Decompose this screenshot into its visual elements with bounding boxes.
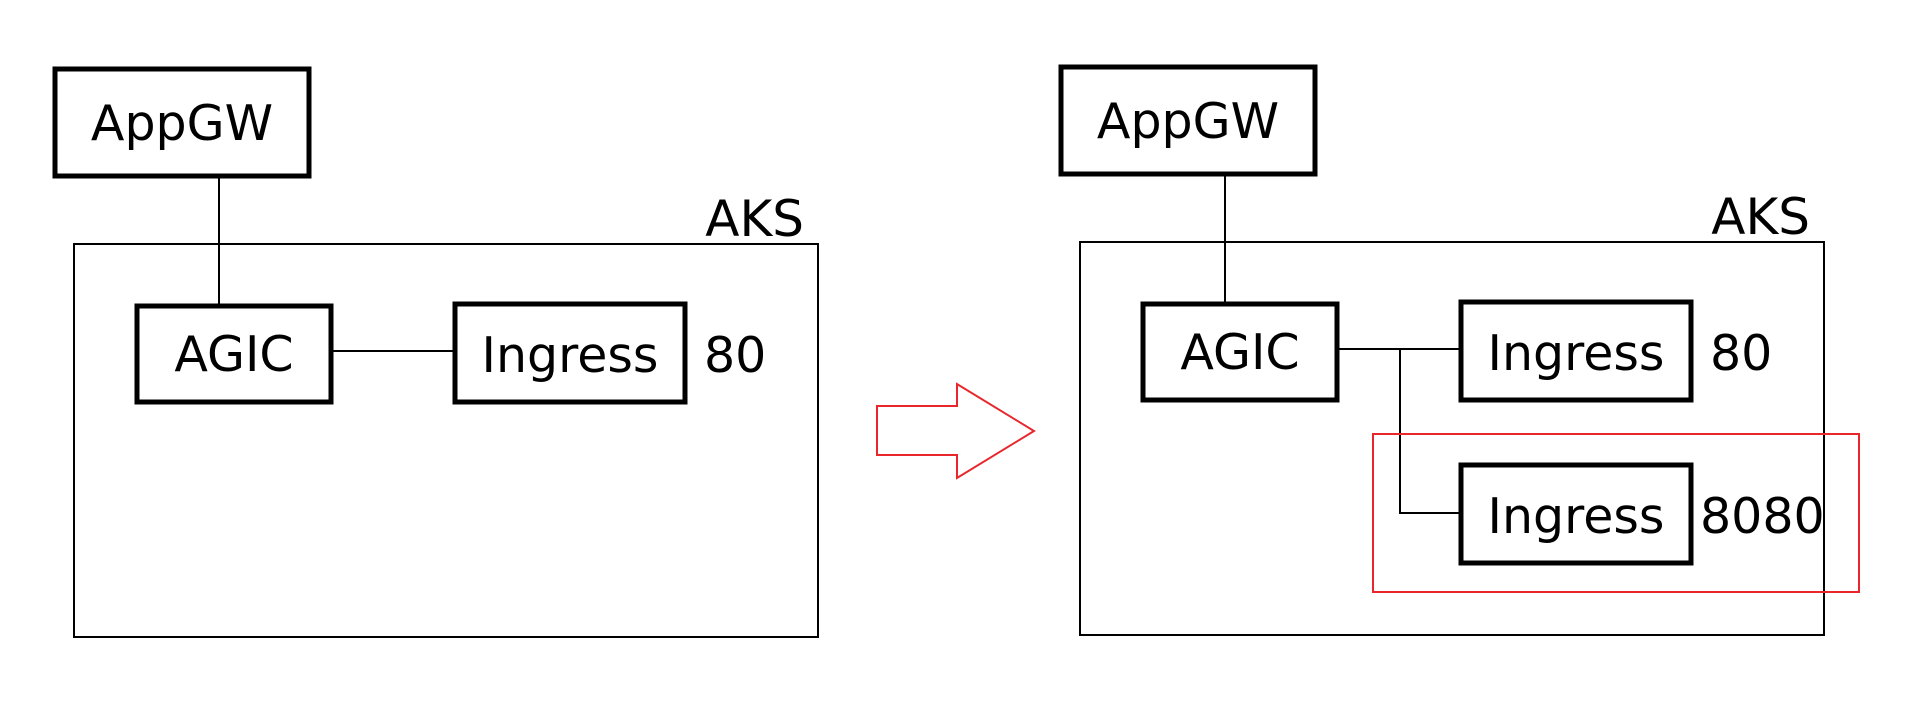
right-agic-box <box>1140 301 1340 403</box>
right-arrow-icon <box>876 382 1036 480</box>
left-port-label: 80 <box>704 327 766 384</box>
new-ingress-highlight-box <box>1372 433 1860 593</box>
right-diagram: AKS AppGW AGIC Ingress 80 Ingress 8080 <box>1058 64 1860 636</box>
left-aks-cluster-box <box>73 243 819 638</box>
left-aks-label: AKS <box>705 190 804 248</box>
left-agic-label: AGIC <box>174 326 293 383</box>
left-appgw-box <box>52 66 312 179</box>
right-port-label-2: 8080 <box>1700 488 1825 545</box>
left-appgw-label: AppGW <box>91 95 273 152</box>
left-ingress-label: Ingress <box>482 327 659 384</box>
right-agic-label: AGIC <box>1180 324 1299 381</box>
right-aks-label: AKS <box>1711 188 1810 246</box>
right-port-label-1: 80 <box>1710 325 1772 382</box>
right-ingress-label-1: Ingress <box>1488 325 1665 382</box>
right-appgw-box <box>1058 64 1318 177</box>
right-ingress-box-2 <box>1458 462 1694 566</box>
right-ingress-box-1 <box>1458 299 1694 403</box>
left-agic-box <box>134 303 334 405</box>
right-branch-connector <box>1399 349 1461 514</box>
right-appgw-label: AppGW <box>1097 93 1279 150</box>
left-diagram: AKS AppGW AGIC Ingress 80 <box>52 66 819 638</box>
right-ingress-label-2: Ingress <box>1488 488 1665 545</box>
left-ingress-box <box>452 301 688 405</box>
right-aks-cluster-box <box>1079 241 1825 636</box>
